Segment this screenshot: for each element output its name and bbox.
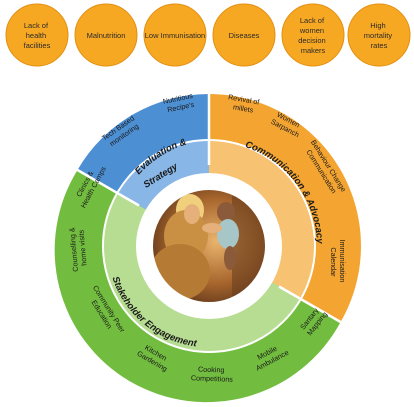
- item-line: Competitions: [191, 373, 234, 383]
- problem-label: Malnutrition: [87, 31, 126, 40]
- problem-label-line: mortality: [364, 31, 393, 40]
- problem-label: Diseases: [229, 31, 260, 40]
- problem-label: Low Immunisation: [145, 31, 205, 40]
- problem-label-line: women: [299, 26, 324, 35]
- problem-circle-lack-of-health-facilities: Lack of health facilities: [5, 3, 69, 67]
- problem-label-line: decision: [298, 36, 326, 45]
- item-revival-of-millets: Revival of millets: [226, 92, 262, 116]
- photo-frame: [151, 188, 267, 304]
- item-counselling-home-visits: Counselling & home visits: [67, 224, 89, 272]
- item-immunisation-calendar: Immunisation Calendar: [329, 240, 347, 285]
- strategy-wheel: Evaluation & Strategy Communication & Ad…: [54, 91, 361, 403]
- problem-label-line: facilities: [24, 41, 51, 50]
- item-line: Immunisation: [338, 240, 347, 283]
- svg-text:Lack of women: Lack of women decision makers: [298, 16, 328, 55]
- problem-circles: Lack of health facilities Malnutrition L…: [5, 3, 411, 67]
- svg-text:Lack of health: Lack of health facilities: [24, 21, 51, 50]
- item-line: Calendar: [329, 247, 338, 277]
- problem-label-line: Lack of: [300, 16, 325, 25]
- item-line: Cooking: [198, 365, 225, 375]
- problem-label-line: rates: [371, 41, 388, 50]
- problem-circle-malnutrition: Malnutrition: [74, 3, 138, 67]
- problem-label-line: Lack of: [24, 21, 49, 30]
- problem-circle-lack-of-women-decision-makers: Lack of women decision makers: [281, 3, 345, 67]
- problem-circle-high-mortality-rates: High mortality rates: [347, 3, 411, 67]
- svg-text:High mortality: High mortality rates: [364, 21, 394, 50]
- problem-circle-diseases: Diseases: [212, 3, 276, 67]
- problem-label-line: makers: [301, 46, 326, 55]
- problem-circle-low-immunisation: Low Immunisation: [143, 3, 207, 67]
- item-line: home visits: [76, 229, 88, 266]
- item-line: Counselling &: [67, 227, 80, 272]
- item-cooking-competitions: Cooking Competitions: [191, 364, 234, 383]
- ring-divider: [76, 168, 140, 207]
- ring-separator: [102, 139, 316, 353]
- ring-divider: [278, 285, 342, 324]
- item-line: millets: [232, 102, 254, 114]
- problem-label-line: High: [370, 21, 385, 30]
- problem-label-line: health: [26, 31, 46, 40]
